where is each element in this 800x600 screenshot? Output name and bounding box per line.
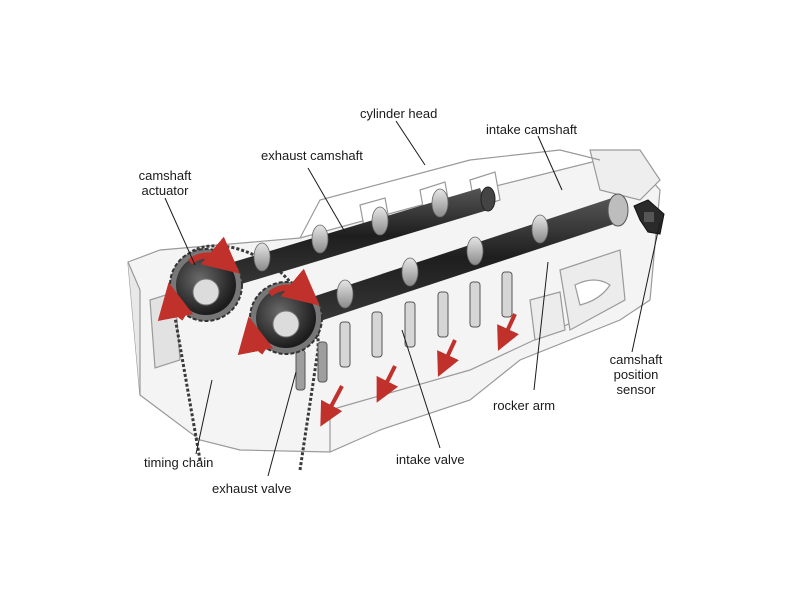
label-camshaft-position-sensor-line2: position xyxy=(613,367,659,382)
label-camshaft-position-sensor-line3: sensor xyxy=(616,382,656,397)
label-timing-chain: timing chain xyxy=(144,455,214,470)
camshaft-actuator-exhaust xyxy=(157,236,243,322)
label-exhaust-camshaft: exhaust camshaft xyxy=(261,148,363,163)
label-camshaft-actuator-line1: camshaft xyxy=(138,168,192,183)
leader-lines xyxy=(164,120,661,477)
label-camshaft-position-sensor-line1: camshaft xyxy=(609,352,663,367)
label-camshaft-actuator-line2: actuator xyxy=(141,183,189,198)
valve-train xyxy=(295,271,513,391)
label-rocker-arm: rocker arm xyxy=(493,398,556,413)
camshaft-actuator-intake xyxy=(237,268,323,356)
label-cylinder-head: cylinder head xyxy=(360,106,438,121)
camshaft-position-sensor xyxy=(633,199,665,235)
label-camshaft-position-sensor: camshaft position sensor xyxy=(596,352,676,397)
valve-motion-arrows xyxy=(320,313,519,427)
label-intake-camshaft: intake camshaft xyxy=(486,122,578,137)
exhaust-camshaft xyxy=(200,186,496,294)
label-camshaft-actuator: camshaft actuator xyxy=(128,168,202,198)
label-exhaust-valve: exhaust valve xyxy=(212,481,292,496)
intake-camshaft xyxy=(285,193,629,330)
label-intake-valve: intake valve xyxy=(396,452,465,467)
